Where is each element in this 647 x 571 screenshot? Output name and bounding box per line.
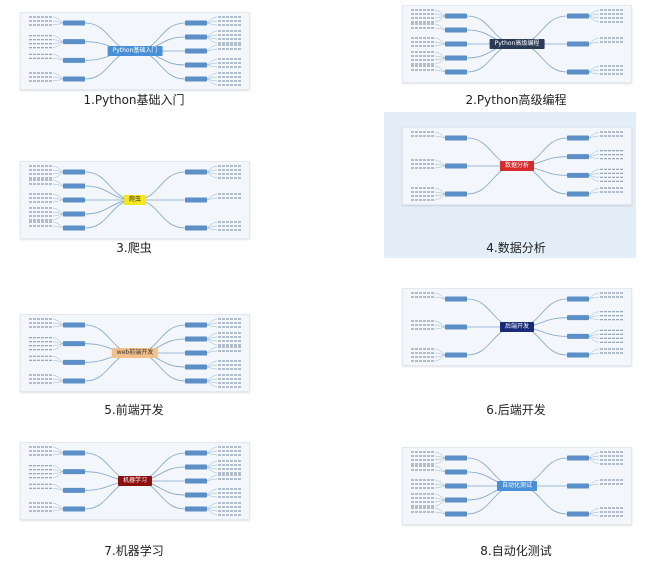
mindmap-thumbnail[interactable]: 数据分析 (402, 127, 632, 205)
tile-caption[interactable]: 3.爬虫 (116, 241, 152, 255)
mindmap-thumbnail[interactable]: 自动化测试 (402, 447, 632, 525)
mindmap-center-node: web前端开发 (111, 348, 159, 358)
mindmap-thumbnail[interactable]: Python基础入门 (20, 12, 250, 90)
mindmap-branches (411, 9, 623, 75)
tile-caption[interactable]: 7.机器学习 (104, 544, 164, 558)
mindmap-thumbnail[interactable]: 机器学习 (20, 442, 250, 520)
mindmap-thumbnail[interactable]: web前端开发 (20, 314, 250, 392)
mindmap-thumbnail[interactable]: 后端开发 (402, 288, 632, 366)
tile-caption[interactable]: 4.数据分析 (486, 241, 546, 255)
mindmap-thumbnail[interactable]: 爬虫 (20, 161, 250, 239)
tile-caption[interactable]: 1.Python基础入门 (83, 93, 185, 107)
mindmap-center-node: 后端开发 (499, 322, 535, 332)
mindmap-center-node: 数据分析 (499, 161, 535, 171)
tile-caption[interactable]: 2.Python高级编程 (465, 93, 567, 107)
mindmap-branches (29, 446, 241, 516)
mindmap-branches (29, 165, 241, 231)
mindmap-center-node: Python高级编程 (489, 39, 545, 49)
mindmap-thumbnail[interactable]: Python高级编程 (402, 5, 632, 83)
mindmap-center-node: 机器学习 (117, 476, 153, 486)
mindmap-center-node: 自动化测试 (496, 481, 538, 491)
tile-caption[interactable]: 6.后端开发 (486, 403, 546, 417)
tile-caption[interactable]: 5.前端开发 (104, 403, 164, 417)
tile-caption[interactable]: 8.自动化测试 (480, 544, 552, 558)
mindmap-center-node: 爬虫 (123, 195, 147, 205)
mindmap-center-node: Python基础入门 (107, 46, 163, 56)
